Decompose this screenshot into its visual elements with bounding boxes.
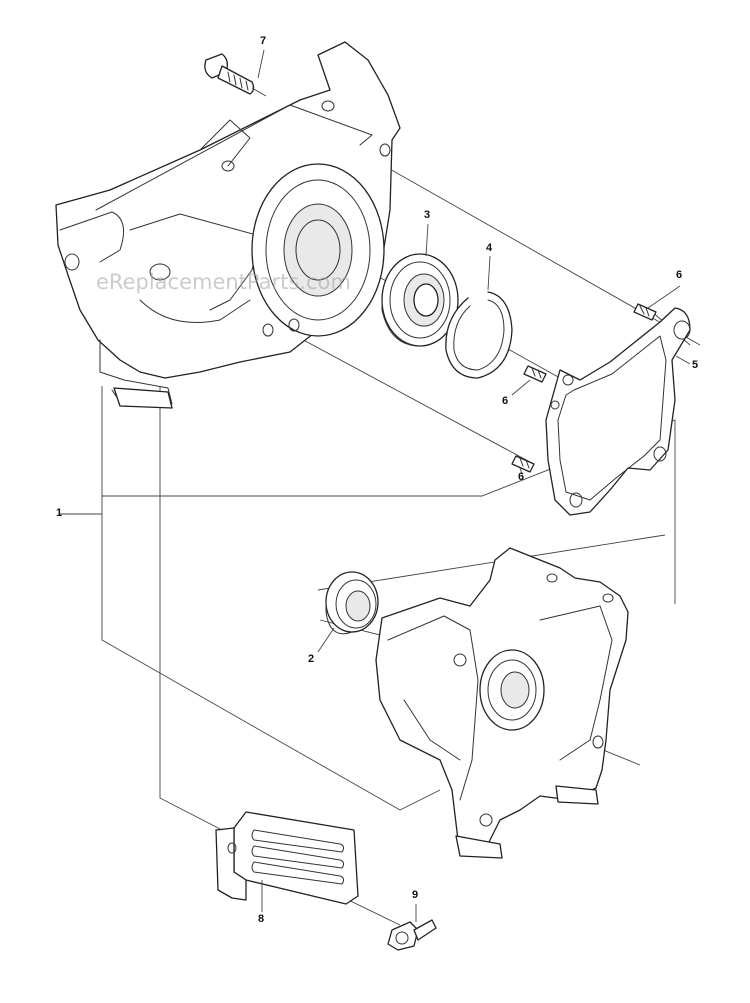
callout-9: 9	[412, 889, 419, 901]
dowel-pin-part-6-upper	[633, 303, 657, 321]
bolt-part-9	[387, 904, 437, 951]
callout-4: 4	[486, 242, 493, 254]
callout-2: 2	[308, 653, 315, 665]
heat-shield-part-8	[215, 811, 359, 905]
retaining-ring-part-4	[445, 291, 513, 379]
callout-leaders	[257, 49, 691, 912]
dowel-pin-part-6-middle	[523, 365, 547, 383]
gasket-part-5	[545, 307, 691, 516]
callout-8: 8	[258, 913, 265, 925]
dowel-pin-part-6-lower	[511, 455, 535, 473]
callout-6-lower: 6	[518, 471, 525, 483]
callout-7: 7	[260, 35, 267, 47]
callout-5: 5	[692, 359, 699, 371]
callout-1: 1	[56, 507, 63, 519]
watermark-text: eReplacementParts.com	[96, 270, 351, 294]
callout-3: 3	[424, 209, 431, 221]
callout-6-middle: 6	[502, 395, 509, 407]
screw-part-7	[204, 53, 267, 97]
crankcase-lower-half	[375, 547, 629, 859]
bearing-part-3	[381, 253, 459, 347]
seal-part-2	[325, 571, 379, 635]
callout-6-upper: 6	[676, 269, 683, 281]
crankcase-upper-half	[55, 41, 401, 409]
